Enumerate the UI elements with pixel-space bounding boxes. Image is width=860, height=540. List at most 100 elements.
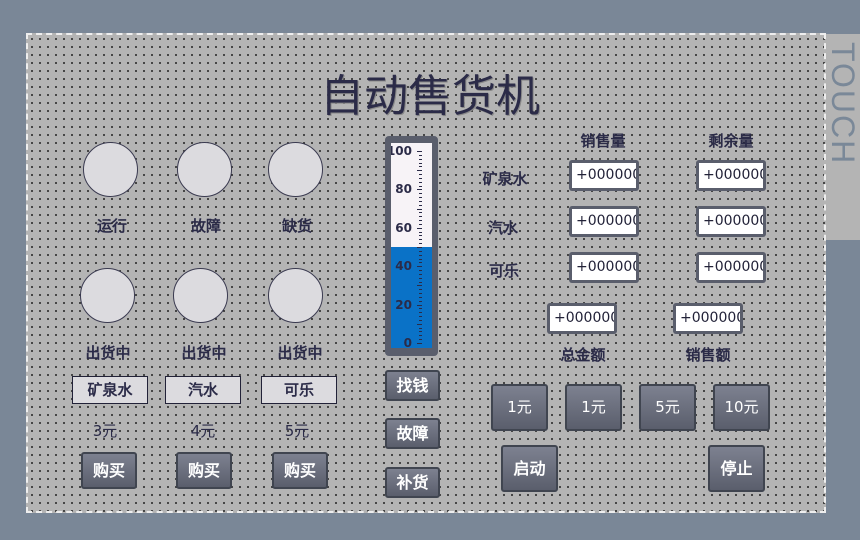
gauge-tick-mark <box>419 300 422 302</box>
lamp-dispensing-cola <box>268 268 323 323</box>
total-amount-label: 总金额 <box>560 346 606 364</box>
gauge-tick-mark <box>419 331 422 333</box>
gauge-tick-mark <box>419 262 422 264</box>
gauge-tick-label: 80 <box>395 182 412 197</box>
sales-amount-display: +0000000 <box>673 303 743 334</box>
gauge-tick-mark <box>419 193 422 195</box>
gauge-tick-mark <box>417 208 422 210</box>
change-button[interactable]: 找钱 <box>385 370 440 401</box>
gauge-tick-mark <box>419 281 422 283</box>
gauge-tick-mark <box>419 154 422 156</box>
gauge-tick-mark <box>419 339 422 341</box>
gauge-tick-label: 100 <box>391 144 412 158</box>
gauge-tick-mark <box>419 308 422 310</box>
gauge-tick-mark <box>419 277 422 279</box>
gauge-tick-mark <box>419 312 422 314</box>
gauge-tick-mark <box>419 216 422 218</box>
gauge-tick-mark <box>417 151 422 152</box>
price-label: 3元 <box>92 422 118 440</box>
column-header-sold: 销售量 <box>580 132 626 150</box>
status-label: 出货中 <box>85 344 131 362</box>
coin-1-button[interactable]: 1元 <box>491 384 548 431</box>
gauge-tick-mark <box>419 243 422 245</box>
watermark: TOUCH <box>826 34 860 240</box>
sold-cola-display: +0000000 <box>569 252 639 283</box>
status-label: 出货中 <box>181 344 227 362</box>
page-title: 自动售货机 <box>320 71 540 122</box>
lamp-fault <box>177 142 232 197</box>
coin-5-button[interactable]: 5元 <box>639 384 696 431</box>
gauge-tick-mark <box>417 285 422 287</box>
gauge-tick-mark <box>419 296 422 298</box>
lamp-out-of-stock <box>268 142 323 197</box>
gauge-tick-mark <box>419 166 422 168</box>
price-label: 4元 <box>190 422 216 440</box>
gauge-tick-mark <box>419 289 422 291</box>
lamp-label: 缺货 <box>281 217 312 235</box>
row-label: 矿泉水 <box>482 170 528 188</box>
gauge-fill <box>391 247 432 348</box>
coin-10-button[interactable]: 10元 <box>713 384 770 431</box>
gauge-tick-mark <box>419 223 422 225</box>
gauge-tick-mark <box>419 319 422 321</box>
gauge-tick-mark <box>419 335 422 337</box>
gauge-tick-mark <box>419 162 422 164</box>
gauge-tick-mark <box>419 174 422 176</box>
remaining-soda-display: +0000000 <box>696 206 766 237</box>
gauge-tick-mark <box>419 258 422 260</box>
restock-button[interactable]: 补货 <box>385 467 440 498</box>
gauge-tick-mark <box>417 247 422 248</box>
total-amount-display: +0000000 <box>547 303 617 334</box>
coin-1b-button[interactable]: 1元 <box>565 384 622 431</box>
gauge-tick-label: 60 <box>395 220 412 235</box>
sold-water-display: +0000000 <box>569 160 639 191</box>
column-header-remaining: 剩余量 <box>708 132 754 150</box>
gauge-tick-mark <box>419 220 422 222</box>
gauge-tick-mark <box>419 177 422 179</box>
gauge-tick-mark <box>419 158 422 160</box>
remaining-cola-display: +0000000 <box>696 252 766 283</box>
gauge-tick-mark <box>417 343 422 344</box>
gauge-tick-mark <box>419 235 422 237</box>
gauge-tick-label: 40 <box>395 259 412 274</box>
gauge-tick-mark <box>419 181 422 183</box>
gauge-tick-mark <box>419 254 422 256</box>
lamp-dispensing-soda <box>173 268 228 323</box>
gauge-tick-mark <box>419 273 422 275</box>
gauge-tick-mark <box>419 231 422 233</box>
lamp-dispensing-water <box>80 268 135 323</box>
row-label: 汽水 <box>487 219 518 237</box>
start-button[interactable]: 启动 <box>501 445 558 492</box>
gauge-tick-mark <box>419 316 422 318</box>
gauge-tick-mark <box>417 227 422 229</box>
lamp-label: 故障 <box>190 217 221 235</box>
buy-cola-button[interactable]: 购买 <box>272 452 328 489</box>
gauge-tick-mark <box>419 293 422 295</box>
gauge-tick-label: 20 <box>395 297 412 312</box>
gauge-tick-mark <box>417 304 422 306</box>
stop-button[interactable]: 停止 <box>708 445 765 492</box>
gauge-tick-mark <box>419 185 422 187</box>
gauge-tick-mark <box>419 204 422 206</box>
fault-button[interactable]: 故障 <box>385 418 440 449</box>
gauge-tick-label: 0 <box>403 336 412 348</box>
product-name: 汽水 <box>165 376 241 404</box>
gauge-tick-mark <box>419 239 422 241</box>
gauge-tick-mark <box>419 197 422 199</box>
buy-soda-button[interactable]: 购买 <box>176 452 232 489</box>
buy-water-button[interactable]: 购买 <box>81 452 137 489</box>
status-label: 出货中 <box>277 344 323 362</box>
stock-gauge: 100 80 60 40 20 0 <box>385 136 438 356</box>
sales-amount-label: 销售额 <box>685 346 731 364</box>
product-name: 可乐 <box>261 376 337 404</box>
gauge-tick-mark <box>417 266 422 268</box>
gauge-tick-mark <box>419 212 422 214</box>
sold-soda-display: +0000000 <box>569 206 639 237</box>
gauge-tick-mark <box>419 327 422 329</box>
lamp-label: 运行 <box>96 217 127 235</box>
price-label: 5元 <box>284 422 310 440</box>
gauge-tick-mark <box>419 250 422 252</box>
gauge-tick-mark <box>417 323 422 325</box>
product-name: 矿泉水 <box>72 376 148 404</box>
gauge-tick-mark <box>419 200 422 202</box>
